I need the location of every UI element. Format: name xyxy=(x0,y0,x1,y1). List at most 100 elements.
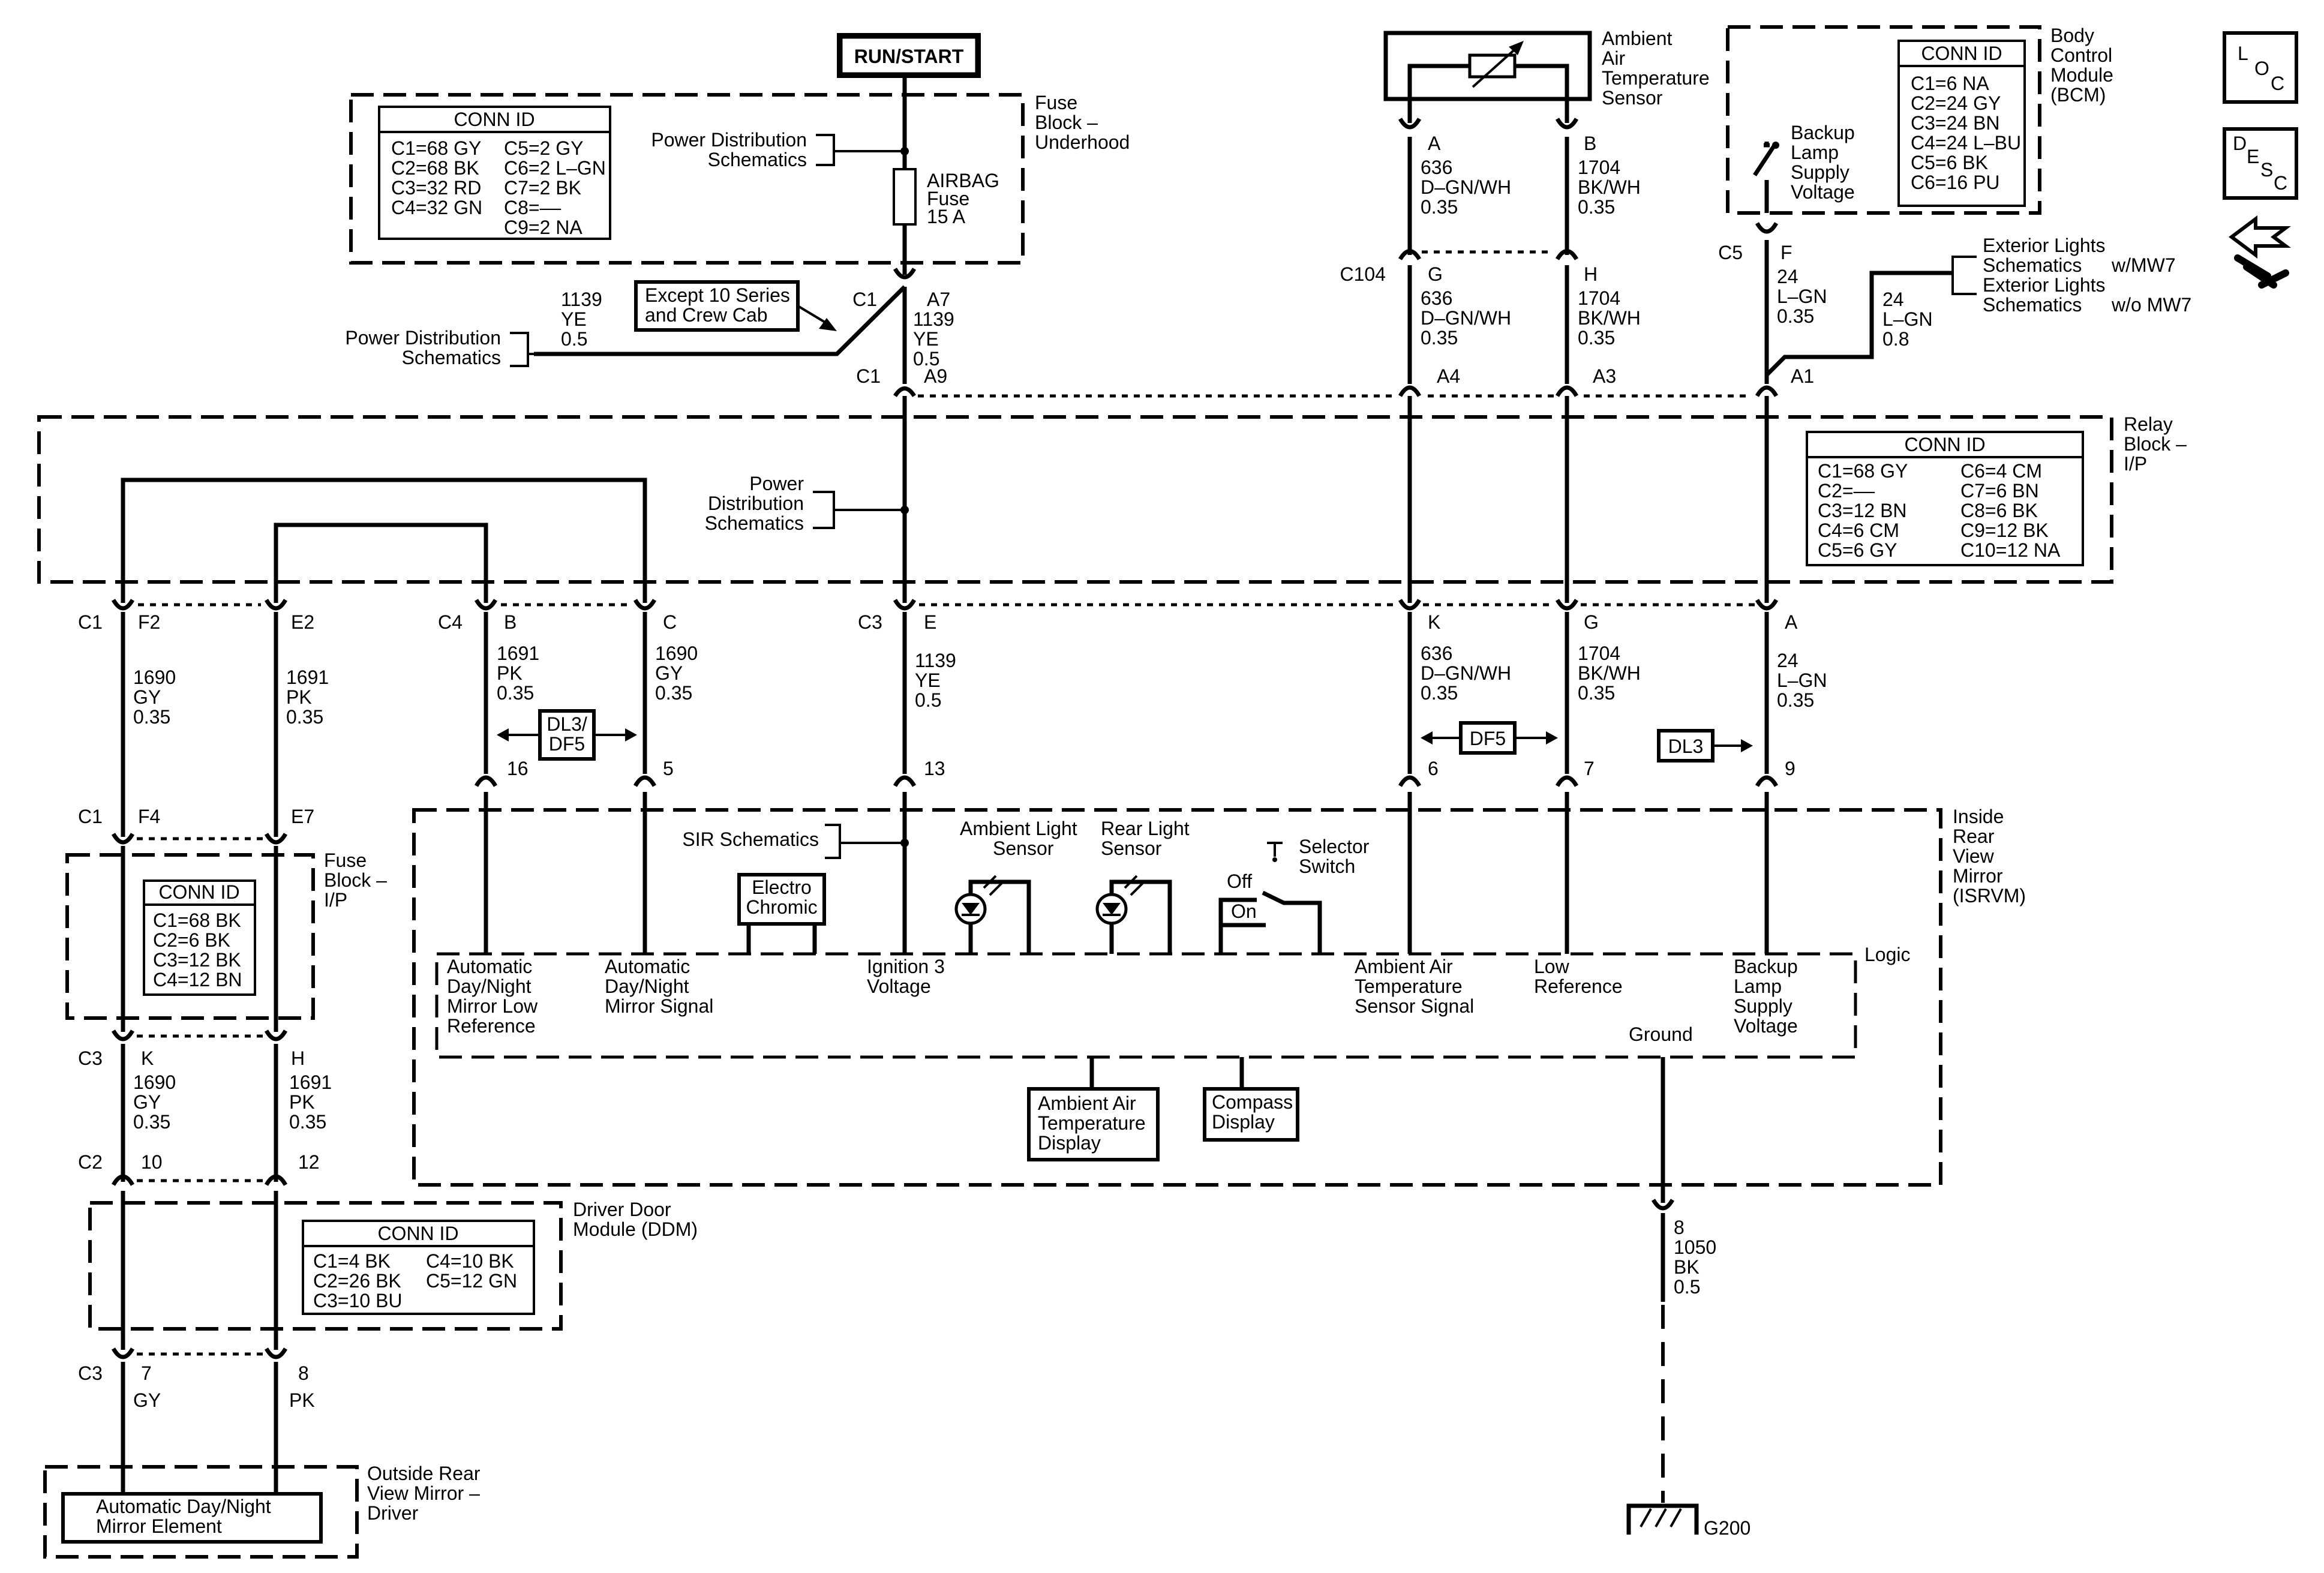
relay-bottom-connectors xyxy=(111,599,1779,611)
svg-text:E: E xyxy=(2247,146,2259,167)
sensor-wire-a-label: 636 D–GN/WH 0.35 xyxy=(1421,157,1511,218)
ambient-temp-display: Ambient Air Temperature Display xyxy=(1027,1057,1160,1161)
bcm-c5-conn: C5 xyxy=(1718,242,1743,263)
svg-text:DL3: DL3 xyxy=(1668,736,1704,757)
rb-c: C xyxy=(663,611,677,633)
svg-text:0.5: 0.5 xyxy=(915,689,941,711)
svg-text:0.35: 0.35 xyxy=(1578,196,1615,218)
mid-wire-1704-label: 1704 BK/WH 0.35 xyxy=(1578,643,1641,704)
svg-text:C2=6 BK: C2=6 BK xyxy=(153,929,230,951)
rb-c1: C1 xyxy=(78,611,103,633)
fuse-ip-bottom-connectors xyxy=(111,1029,288,1041)
isrvm-pin-16: 16 xyxy=(507,758,529,779)
svg-text:Voltage: Voltage xyxy=(1734,1015,1798,1037)
c104-pin-h: H xyxy=(1584,263,1598,285)
sensor-wires-upper xyxy=(1407,137,1569,255)
svg-text:Exterior Lights: Exterior Lights xyxy=(1983,235,2106,256)
svg-text:C3=24 BN: C3=24 BN xyxy=(1911,112,2000,134)
ddm-c3: C3 xyxy=(78,1362,103,1384)
svg-text:Schematics: Schematics xyxy=(708,149,807,170)
svg-text:0.35: 0.35 xyxy=(1777,305,1814,327)
ddm-wires xyxy=(121,1191,278,1350)
svg-text:1690: 1690 xyxy=(133,667,176,688)
svg-text:C7=2 BK: C7=2 BK xyxy=(504,177,581,199)
electro-chromic-box: Electro Chromic xyxy=(737,873,826,954)
c104-wire-g-label: 636 D–GN/WH 0.35 xyxy=(1421,287,1511,349)
svg-text:Off: Off xyxy=(1227,870,1252,892)
svg-text:0.5: 0.5 xyxy=(913,348,939,370)
desc-icon[interactable]: D E S C xyxy=(2223,127,2298,200)
svg-text:Underhood: Underhood xyxy=(1035,131,1130,153)
svg-text:DF5: DF5 xyxy=(1470,728,1506,749)
svg-text:Inside: Inside xyxy=(1953,806,2004,827)
fuse-block-underhood-conn-id: CONN ID C1=68 GY C2=68 BK C3=32 RD C4=32… xyxy=(378,106,611,240)
svg-text:0.35: 0.35 xyxy=(497,682,534,704)
isrvm-pin-7: 7 xyxy=(1584,758,1595,779)
svg-text:C6=16 PU: C6=16 PU xyxy=(1911,172,2000,193)
ground-wire-label: 1050 BK 0.5 xyxy=(1674,1236,1716,1298)
svg-text:C1=68 GY: C1=68 GY xyxy=(391,137,481,159)
svg-text:Relay: Relay xyxy=(2124,413,2173,435)
relay-right-wires xyxy=(1407,396,1769,603)
svg-text:Temperature: Temperature xyxy=(1038,1112,1146,1134)
svg-text:C10=12 NA: C10=12 NA xyxy=(1960,539,2061,561)
svg-text:1691: 1691 xyxy=(286,667,329,688)
svg-text:1691: 1691 xyxy=(289,1071,332,1093)
svg-text:C4=10 BK: C4=10 BK xyxy=(426,1250,514,1272)
svg-text:G200: G200 xyxy=(1704,1517,1750,1539)
svg-text:C7=6 BN: C7=6 BN xyxy=(1960,480,2039,502)
svg-text:BK: BK xyxy=(1674,1256,1700,1278)
svg-text:L–GN: L–GN xyxy=(1777,670,1827,691)
svg-text:1691: 1691 xyxy=(497,643,539,664)
rb-g: G xyxy=(1584,611,1599,633)
svg-text:Sensor: Sensor xyxy=(993,837,1054,859)
svg-text:C3=10 BU: C3=10 BU xyxy=(313,1290,403,1311)
svg-text:Automatic: Automatic xyxy=(605,956,690,977)
svg-text:Sensor: Sensor xyxy=(1101,837,1162,859)
svg-text:C5=6 GY: C5=6 GY xyxy=(1818,539,1897,561)
svg-text:RUN/START: RUN/START xyxy=(854,46,964,67)
svg-text:Sensor: Sensor xyxy=(1602,87,1663,109)
svg-text:0.35: 0.35 xyxy=(1777,689,1814,711)
rb-e: E xyxy=(924,611,936,633)
svg-text:0.35: 0.35 xyxy=(1421,682,1458,704)
input-ignition: Ignition 3 Voltage xyxy=(867,956,945,997)
c104-pin-g: G xyxy=(1428,263,1443,285)
input-adn-low: Automatic Day/Night Mirror Low Reference xyxy=(447,956,538,1037)
connector-tool-icon[interactable] xyxy=(2229,215,2291,289)
relay-block-outline xyxy=(37,415,2113,584)
rb-e2: E2 xyxy=(291,611,314,633)
svg-text:CONN ID: CONN ID xyxy=(158,881,239,903)
svg-text:Display: Display xyxy=(1038,1132,1101,1154)
fuse-block-underhood-name: Fuse Block – Underhood xyxy=(1035,92,1130,153)
svg-text:Schematics: Schematics xyxy=(705,512,804,534)
fuse-ip-h: H xyxy=(291,1047,305,1069)
fuse-block-underhood-power-dist: Power Distribution Schematics xyxy=(651,129,909,170)
isrvm-pin-6: 6 xyxy=(1428,758,1439,779)
svg-text:0.35: 0.35 xyxy=(1421,327,1458,349)
svg-text:Ambient Light: Ambient Light xyxy=(960,818,1077,839)
svg-text:Block –: Block – xyxy=(324,869,387,891)
connector-c1-a9 xyxy=(893,386,916,398)
svg-text:0.35: 0.35 xyxy=(286,706,323,728)
svg-text:(BCM): (BCM) xyxy=(2050,84,2106,106)
svg-text:C4=32 GN: C4=32 GN xyxy=(391,197,482,218)
relay-pin-a1: A1 xyxy=(1791,365,1814,387)
bcm-outline xyxy=(1726,25,2041,215)
svg-text:(ISRVM): (ISRVM) xyxy=(1953,885,2026,906)
orvm-name: Outside Rear View Mirror – Driver xyxy=(367,1463,481,1524)
svg-text:w/o MW7: w/o MW7 xyxy=(2111,294,2191,316)
svg-text:Voltage: Voltage xyxy=(867,975,931,997)
svg-text:C: C xyxy=(2274,172,2287,194)
mid-wire-24-label: 24 L–GN 0.35 xyxy=(1777,650,1827,711)
fuse-block-ip-name: Fuse Block – I/P xyxy=(324,849,387,911)
loc-icon[interactable]: L O C xyxy=(2223,31,2298,104)
c1-a7-conn: C1 xyxy=(852,289,877,310)
svg-text:Chromic: Chromic xyxy=(746,896,817,918)
svg-text:GY: GY xyxy=(655,662,683,684)
svg-text:Rear: Rear xyxy=(1953,825,1995,847)
mid-wire-1691-label: 1691 PK 0.35 xyxy=(286,667,329,728)
svg-text:Selector: Selector xyxy=(1299,836,1370,857)
isrvm-top-connectors xyxy=(474,775,1779,787)
rb-c4: C4 xyxy=(438,611,463,633)
